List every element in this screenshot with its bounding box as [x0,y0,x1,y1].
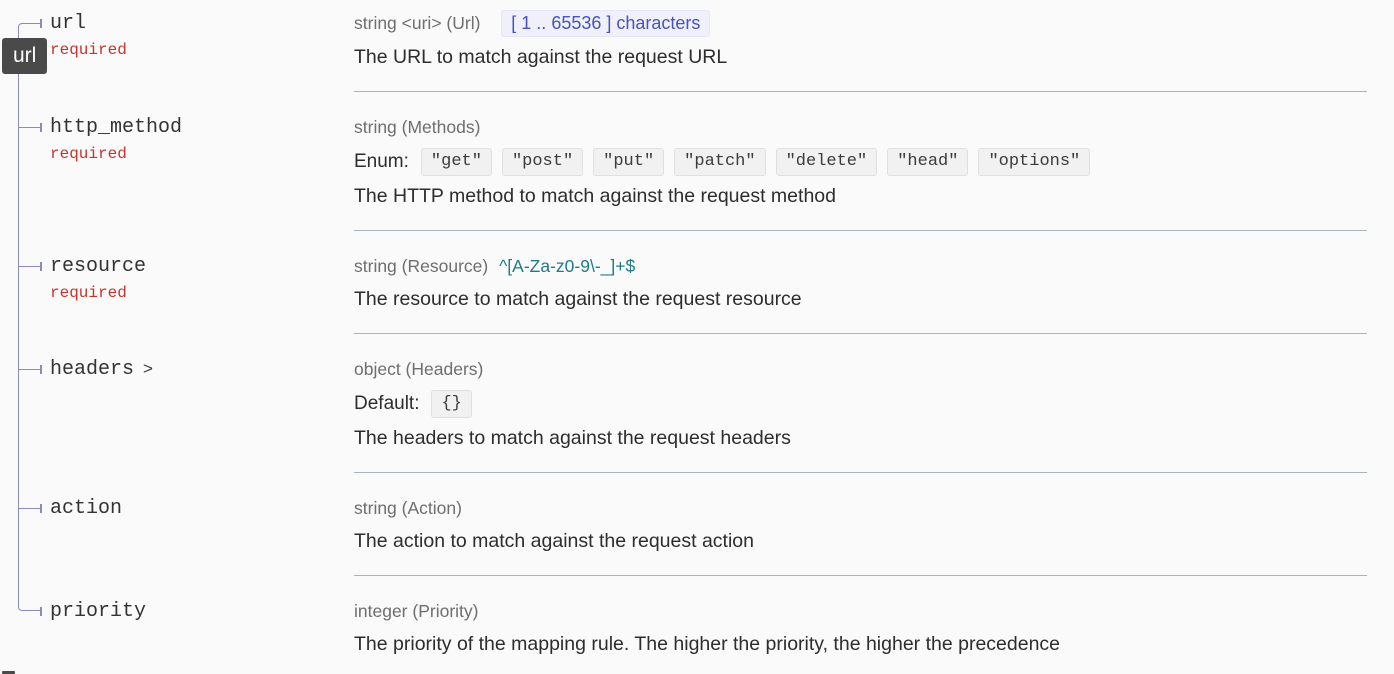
field-name: resource [50,255,147,278]
field-detail-cell: string (Resource) ^[A-Za-z0-9\-_]+$ The … [354,231,1367,334]
enum-value-badge: "patch" [674,148,766,176]
enum-value-badge: "head" [887,148,969,176]
enum-value-badge: "post" [501,148,584,176]
field-name-cell: headers > [0,334,354,473]
enum-value-badge: "put" [593,148,665,176]
field-description: The action to match against the request … [354,530,754,552]
enum-value-badge: "options" [978,148,1091,176]
field-description: The HTTP method to match against the req… [354,185,836,207]
enum-value-badge: "delete" [775,148,878,176]
field-row-http-method: http_method required string (Methods) En… [0,92,1394,231]
field-row-url: url required string <uri> (Url) [ 1 .. 6… [0,0,1394,92]
field-type: integer (Priority) [354,601,479,621]
tree-trunk [18,92,19,231]
tree-connector [18,508,40,509]
field-detail-cell: object (Headers) Default: {} The headers… [354,334,1367,473]
field-description: The priority of the mapping rule. The hi… [354,633,1061,655]
field-description: The resource to match against the reques… [354,288,802,310]
field-type: string (Action) [354,498,462,518]
field-name-cell: http_method required [0,92,354,231]
tree-connector [18,266,40,267]
required-label: required [50,145,127,163]
field-name-cell: url required [0,0,354,92]
enum-label: Enum: [354,151,409,172]
constraint-badge: [ 1 .. 65536 ] characters [501,10,711,37]
field-type: string <uri> (Url) [354,13,481,33]
tree-connector [18,369,40,370]
type-line: string (Action) [354,495,1367,521]
field-name: url [50,12,87,35]
field-description: The headers to match against the request… [354,427,791,449]
field-detail-cell: string (Action) The action to match agai… [354,473,1367,576]
tree-trunk [18,473,19,576]
pattern-text: ^[A-Za-z0-9\-_]+$ [499,256,636,276]
field-name-cell: action [0,473,354,576]
field-row-headers: headers > object (Headers) Default: {} Th… [0,334,1394,473]
field-path-tooltip: url [2,38,48,74]
field-type: string (Resource) [354,256,489,276]
tree-tick [40,123,42,132]
chevron-right-icon[interactable]: > [143,359,153,378]
type-line: integer (Priority) [354,598,1367,624]
tree-tick [40,19,42,28]
type-line: string (Methods) [354,114,1367,140]
type-line: object (Headers) [354,356,1367,382]
tree-connector [18,576,40,611]
field-type: string (Methods) [354,117,481,137]
type-line: string <uri> (Url) [ 1 .. 65536 ] charac… [354,10,1367,37]
field-row-action: action string (Action) The action to mat… [0,473,1394,576]
field-name: http_method [50,116,183,139]
field-name: action [50,497,123,520]
required-label: required [50,41,127,59]
field-detail-cell: integer (Priority) The priority of the m… [354,576,1367,674]
field-row-priority: priority integer (Priority) The priority… [0,576,1394,674]
tree-tick [40,504,42,513]
default-label: Default: [354,393,420,414]
tree-tick [40,262,42,271]
field-name-headers[interactable]: headers [50,358,135,381]
field-name: priority [50,600,147,623]
field-row-resource: resource required string (Resource) ^[A-… [0,231,1394,334]
type-line: string (Resource) ^[A-Za-z0-9\-_]+$ [354,253,1367,279]
enum-value-badge: "get" [420,148,492,176]
tree-connector [18,127,40,128]
field-name-cell: priority [0,576,354,674]
field-name-cell: resource required [0,231,354,334]
tree-tick [40,607,42,616]
field-detail-cell: string (Methods) Enum: "get" "post" "put… [354,92,1367,231]
enum-line: Enum: "get" "post" "put" "patch" "delete… [354,148,1367,176]
tree-trunk [18,334,19,473]
tree-tick [40,365,42,374]
default-value-badge: {} [431,390,472,418]
field-detail-cell: string <uri> (Url) [ 1 .. 65536 ] charac… [354,0,1367,92]
required-label: required [50,284,127,302]
field-path-tooltip-partial [2,671,15,674]
field-description: The URL to match against the request URL [354,46,728,68]
tree-trunk [18,231,19,334]
default-line: Default: {} [354,390,1367,418]
field-type: object (Headers) [354,359,484,379]
